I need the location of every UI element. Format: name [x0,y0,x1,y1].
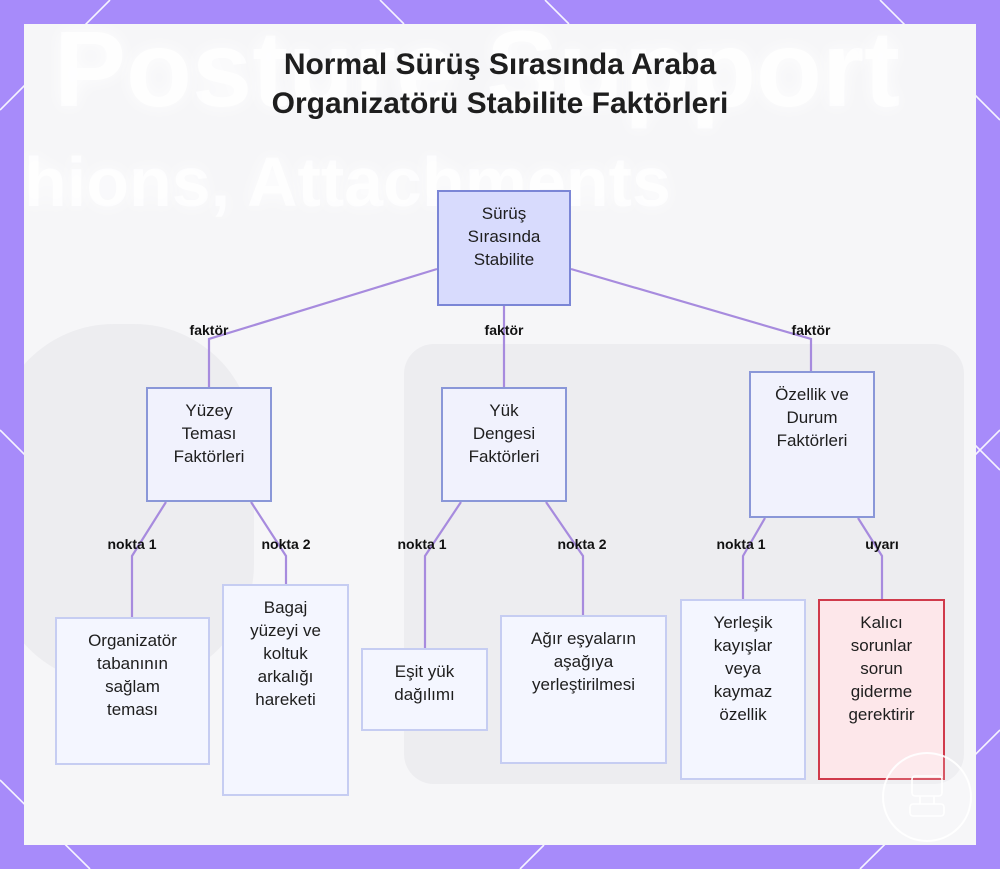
branch-3-text-1: Özellik ve [775,385,849,404]
edge-label-leaf-3-2: uyarı [865,536,899,552]
branch-1-text-1: Yüzey [185,401,233,420]
edge-label-branch-1: faktör [189,322,229,338]
leaf-1-1-text-1: Organizatör [88,631,177,650]
leaf-1-2-text-5: hareketi [255,690,316,709]
leaf-1-1-text-4: teması [106,700,159,719]
root-node-text-2: Sırasında [467,227,541,246]
leaf-3-2-text-2: sorunlar [850,636,913,655]
title-line-1: Normal Sürüş Sırasında Araba [283,48,717,81]
leaf-3-2-text-3: sorun [860,659,903,678]
branch-node-features[interactable]: Özellik ve Durum Faktörleri [749,371,875,518]
leaf-1-2-text-4: arkalığı [257,667,314,686]
background-watermark-line-1: Posture Support [54,24,901,129]
edge-label-branch-3: faktör [791,322,831,338]
leaf-3-1-text-3: veya [725,659,761,678]
page-title: Normal Sürüş Sırasında Araba Organizatör… [0,45,1000,123]
branch-node-surface-contact[interactable]: Yüzey Teması Faktörleri [146,387,272,502]
leaf-1-2-text-3: koltuk [263,644,308,663]
root-node[interactable]: Sürüş Sırasında Stabilite [437,190,571,306]
branch-3-text-3: Faktörleri [776,431,848,450]
leaf-2-2-text-1: Ağır eşyaların [531,629,636,648]
branch-3-text-2: Durum [786,408,838,427]
connector-root-to-branch-3 [570,267,813,371]
leaf-3-2-text-5: gerektirir [848,705,915,724]
leaf-3-1-text-1: Yerleşik [713,613,773,632]
branch-node-load-balance[interactable]: Yük Dengesi Faktörleri [441,387,567,502]
root-node-text-3: Stabilite [473,250,535,269]
connector-branch-3-to-leaf-2 [857,517,884,600]
edge-label-leaf-2-1: nokta 1 [397,536,447,552]
connector-branch-1-to-leaf-2 [250,501,288,585]
edge-label-leaf-2-2: nokta 2 [557,536,607,552]
connector-branch-2-to-leaf-2 [545,501,585,616]
edge-label-leaf-1-1: nokta 1 [107,536,157,552]
connector-branch-1-to-leaf-1 [130,501,167,617]
branch-1-text-2: Teması [181,424,237,443]
edge-label-leaf-1-2: nokta 2 [261,536,311,552]
leaf-3-2-text-4: giderme [850,682,913,701]
leaf-3-1-text-5: özellik [719,705,767,724]
leaf-1-1-text-2: tabanının [97,654,168,673]
leaf-1-1-text-3: sağlam [105,677,160,696]
logo-badge-icon [882,752,972,842]
branch-2-text-3: Faktörleri [468,447,540,466]
leaf-2-1-text-2: dağılımı [394,685,455,704]
leaf-node-straps-nonslip[interactable]: Yerleşik kayışlar veya kaymaz özellik [680,599,806,780]
leaf-node-even-load[interactable]: Eşit yük dağılımı [361,648,488,731]
branch-2-text-1: Yük [489,401,519,420]
root-node-text-1: Sürüş [481,204,527,223]
leaf-3-1-text-2: kayışlar [713,636,773,655]
connector-root-to-branch-1 [207,267,438,388]
title-line-2: Organizatörü Stabilite Faktörleri [271,87,729,120]
leaf-3-1-text-4: kaymaz [713,682,773,701]
branch-1-text-3: Faktörleri [173,447,245,466]
leaf-node-trunk-movement[interactable]: Bagaj yüzeyi ve koltuk arkalığı hareketi [222,584,349,796]
leaf-3-2-text-1: Kalıcı [860,613,903,632]
edge-label-leaf-3-1: nokta 1 [716,536,766,552]
branch-2-text-2: Dengesi [472,424,536,443]
connector-branch-2-to-leaf-1 [423,501,462,649]
leaf-2-2-text-2: aşağıya [553,652,614,671]
leaf-node-heavy-items-low[interactable]: Ağır eşyaların aşağıya yerleştirilmesi [500,615,667,764]
leaf-1-2-text-2: yüzeyi ve [250,621,321,640]
leaf-2-1-text-1: Eşit yük [394,662,455,681]
leaf-node-warning-troubleshooting[interactable]: Kalıcı sorunlar sorun giderme gerektirir [818,599,945,780]
leaf-1-2-text-1: Bagaj [263,598,308,617]
leaf-node-base-contact[interactable]: Organizatör tabanının sağlam teması [55,617,210,765]
leaf-2-2-text-3: yerleştirilmesi [532,675,635,694]
connector-branch-3-to-leaf-1 [741,517,766,600]
edge-label-branch-2: faktör [484,322,524,338]
